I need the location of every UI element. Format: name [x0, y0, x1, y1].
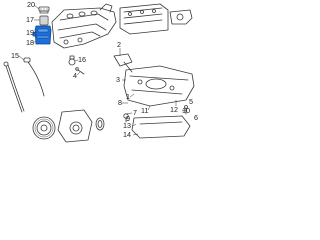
- oil-pump-pickup: [113, 53, 133, 73]
- callout-5: 5: [189, 97, 193, 106]
- oil-pressure-sensor: [68, 55, 76, 66]
- callout-18: 18: [26, 38, 34, 47]
- dipstick-tube: [3, 61, 25, 113]
- crankshaft-pulley: [32, 116, 56, 140]
- callout-14: 14: [123, 130, 131, 139]
- callout-4: 4: [73, 71, 77, 80]
- valve-cover: [119, 3, 169, 35]
- front-cover: [57, 109, 93, 143]
- callout-15: 15: [11, 51, 19, 60]
- engine-parts-diagram: 20 17 19 18 15 16 4 2 3 1 8 7 11 12 10 5…: [3, 0, 198, 143]
- callout-9: 9: [126, 114, 130, 123]
- callout-2: 2: [117, 40, 121, 49]
- leader-lines: [18, 4, 187, 136]
- callout-3: 3: [116, 75, 120, 84]
- front-seal: [95, 117, 105, 131]
- callout-10: 10: [182, 106, 190, 115]
- intake-manifold: [51, 3, 117, 49]
- callout-6: 6: [194, 113, 198, 122]
- bracket-part: [169, 9, 193, 25]
- lower-oil-pan: [131, 115, 191, 139]
- oil-filter-housing-highlighted: [32, 25, 52, 45]
- callout-13: 13: [123, 121, 131, 130]
- callout-1: 1: [126, 92, 130, 101]
- callout-16: 16: [78, 55, 86, 64]
- bolt-small: [75, 67, 85, 75]
- oil-pan: [123, 65, 195, 107]
- callout-12: 12: [170, 105, 178, 114]
- oil-filter-element: [39, 15, 49, 26]
- callout-19: 19: [26, 28, 34, 37]
- callout-17: 17: [26, 15, 34, 24]
- callout-7: 7: [133, 108, 137, 117]
- oil-filter-cap: [38, 6, 50, 14]
- callout-20: 20: [27, 0, 35, 9]
- callout-8: 8: [118, 98, 122, 107]
- dipstick: [23, 57, 45, 97]
- callout-11: 11: [141, 106, 148, 115]
- bolt-lower: [184, 105, 188, 115]
